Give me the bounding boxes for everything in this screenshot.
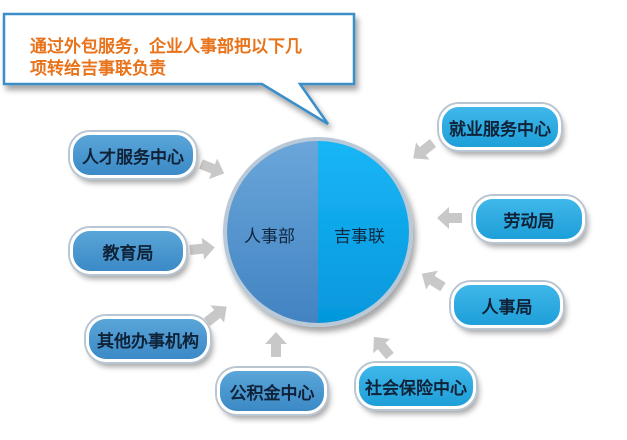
arrow-icon — [189, 237, 215, 260]
callout-box — [2, 12, 356, 126]
center-right-label: 吉事联 — [334, 227, 385, 247]
arrow-icon — [413, 139, 437, 160]
node-housing-fund-center: 公积金中心 — [217, 368, 327, 414]
circle-right-half — [318, 141, 409, 323]
arrow-icon — [265, 332, 287, 357]
center-circle — [223, 137, 413, 327]
arrow-icon — [199, 158, 225, 180]
arrow-icon — [421, 270, 446, 292]
node-labor-bureau: 劳动局 — [473, 196, 585, 242]
circle-left-half — [227, 141, 318, 323]
node-employment-service-center: 就业服务中心 — [439, 104, 561, 150]
node-personnel-bureau: 人事局 — [451, 282, 563, 328]
arrow-icon — [437, 207, 462, 229]
node-other-agencies: 其他办事机构 — [86, 316, 210, 362]
node-education-bureau: 教育局 — [70, 228, 186, 274]
center-left-label: 人事部 — [244, 227, 295, 247]
callout-line-2: 项转给吉事联负责 — [30, 59, 166, 79]
callout-text: 通过外包服务，企业人事部把以下几 项转给吉事联负责 — [30, 36, 350, 80]
arrow-icon — [203, 305, 227, 326]
node-social-insurance-center: 社会保险中心 — [356, 363, 476, 409]
node-talent-service-center: 人才服务中心 — [70, 132, 196, 178]
arrow-icon — [373, 336, 394, 360]
callout-line-1: 通过外包服务，企业人事部把以下几 — [30, 37, 302, 57]
